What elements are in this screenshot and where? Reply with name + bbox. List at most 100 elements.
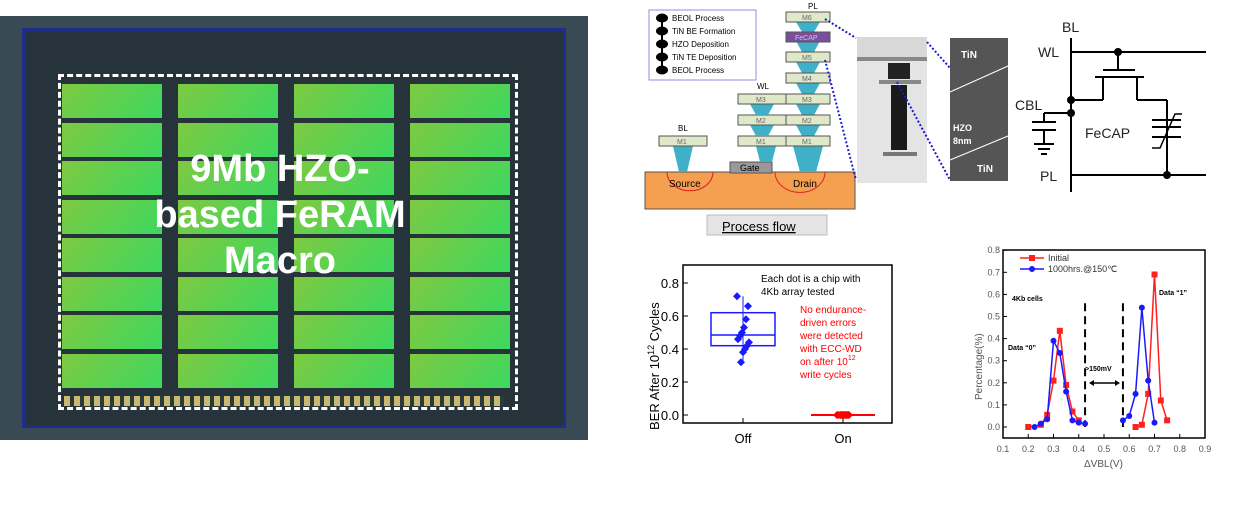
red-annotation: were detected bbox=[799, 331, 863, 342]
memory-block bbox=[178, 353, 278, 388]
fecap-layer bbox=[785, 31, 831, 43]
legend-item: BEOL Process bbox=[672, 66, 724, 75]
metal-layer bbox=[785, 11, 831, 23]
memory-block bbox=[294, 276, 394, 311]
margin-annotation: >150mV bbox=[1085, 366, 1112, 373]
x-tick-label: 0.7 bbox=[1148, 444, 1161, 454]
metal-label: M2 bbox=[802, 118, 812, 125]
data-point bbox=[1082, 420, 1089, 427]
red-annotation: No endurance- bbox=[800, 305, 866, 316]
box bbox=[710, 311, 776, 347]
metal-label: M1 bbox=[756, 139, 766, 146]
contact bbox=[756, 146, 776, 162]
legend-item: TiN BE Formation bbox=[672, 27, 735, 36]
plot-frame bbox=[682, 264, 893, 424]
red-annotation: driven errors bbox=[800, 318, 856, 329]
contact bbox=[673, 146, 693, 172]
data0-annotation: Data “0” bbox=[1008, 345, 1036, 352]
endurance-box-plot: BER After 1012 Cycles Each dot is a chip… bbox=[646, 264, 893, 446]
data-point bbox=[1145, 377, 1152, 384]
bond-pads bbox=[64, 396, 504, 406]
y-tick-label: 0.4 bbox=[661, 342, 679, 357]
y-tick-label: 0.1 bbox=[987, 400, 1000, 410]
x-tick-label: 0.8 bbox=[1173, 444, 1186, 454]
metal-layer bbox=[785, 51, 831, 63]
memory-block bbox=[294, 161, 394, 195]
data-point bbox=[1056, 327, 1063, 334]
data-point bbox=[733, 292, 741, 301]
memory-block bbox=[62, 84, 162, 118]
pl-label: PL bbox=[1040, 168, 1057, 184]
memory-block bbox=[294, 353, 394, 388]
data-point bbox=[1025, 424, 1032, 430]
metal-layer bbox=[658, 135, 708, 147]
memory-block bbox=[294, 315, 394, 349]
y-axis-label: Percentage(%) bbox=[974, 333, 985, 400]
y-tick-label: 0.7 bbox=[987, 267, 1000, 277]
chip-label-line: Macro bbox=[224, 240, 336, 282]
memory-block bbox=[294, 84, 394, 118]
process-flow-caption: Process flow bbox=[722, 219, 796, 234]
via bbox=[796, 62, 820, 73]
data-point bbox=[1050, 337, 1057, 344]
via bbox=[796, 83, 820, 94]
via bbox=[796, 104, 820, 115]
memory-block bbox=[62, 122, 162, 157]
legend-bullet-icon bbox=[656, 65, 668, 75]
annotation: 4Kb array tested bbox=[761, 287, 834, 298]
data-point bbox=[837, 411, 845, 419]
memory-block bbox=[294, 238, 394, 272]
data-point bbox=[737, 358, 745, 367]
via bbox=[796, 125, 820, 136]
data-point bbox=[1126, 412, 1133, 419]
via bbox=[796, 41, 820, 52]
data-point bbox=[1069, 417, 1076, 424]
data-point bbox=[1063, 382, 1070, 389]
metal-label: M3 bbox=[756, 97, 766, 104]
memory-block bbox=[410, 122, 510, 157]
macro-outline bbox=[58, 74, 518, 410]
cells-annotation: 4Kb cells bbox=[1012, 296, 1043, 303]
y-tick-label: 0.5 bbox=[987, 312, 1000, 322]
tem-images: TiN HZO 8nm TiN bbox=[857, 37, 1009, 183]
cell-schematic: BL WL CBL FeCAP PL bbox=[1015, 19, 1206, 192]
y-tick-label: 0.6 bbox=[987, 289, 1000, 299]
gate-label: Gate bbox=[740, 163, 760, 173]
process-flow-caption-box bbox=[706, 214, 828, 236]
memory-block bbox=[410, 238, 510, 272]
memory-block bbox=[62, 161, 162, 195]
data1-annotation: Data “1” bbox=[1159, 290, 1187, 297]
data-point bbox=[1063, 388, 1070, 395]
data-point bbox=[743, 341, 751, 350]
x-tick-label: 0.2 bbox=[1022, 444, 1035, 454]
y-tick-label: 0.6 bbox=[661, 309, 679, 324]
memory-block bbox=[410, 84, 510, 118]
data-point bbox=[1157, 397, 1164, 404]
memory-block bbox=[178, 122, 278, 157]
metal-label: M5 bbox=[802, 55, 812, 62]
tin-top-label: TiN bbox=[961, 50, 977, 61]
y-tick-label: 0.4 bbox=[987, 334, 1000, 344]
legend-bullet-icon bbox=[656, 26, 668, 36]
memory-block bbox=[410, 315, 510, 349]
source-label: Source bbox=[669, 179, 701, 190]
data-point bbox=[1056, 349, 1063, 356]
gate bbox=[729, 161, 773, 174]
data-point bbox=[742, 315, 750, 324]
metal-label: M2 bbox=[756, 118, 766, 125]
legend-marker bbox=[1029, 255, 1035, 261]
bl-label: BL bbox=[678, 124, 688, 133]
cbl-label: CBL bbox=[1015, 97, 1042, 113]
legend-item: BEOL Process bbox=[672, 14, 724, 23]
memory-block bbox=[410, 276, 510, 311]
legend-bullet-icon bbox=[656, 52, 668, 62]
hzo-label: HZO bbox=[953, 123, 972, 133]
via bbox=[750, 125, 774, 136]
memory-block bbox=[62, 276, 162, 311]
memory-block bbox=[62, 199, 162, 234]
data-point bbox=[1031, 424, 1038, 430]
data-point bbox=[1069, 408, 1076, 415]
memory-block bbox=[178, 315, 278, 349]
memory-block bbox=[178, 199, 278, 234]
memory-block bbox=[62, 315, 162, 349]
